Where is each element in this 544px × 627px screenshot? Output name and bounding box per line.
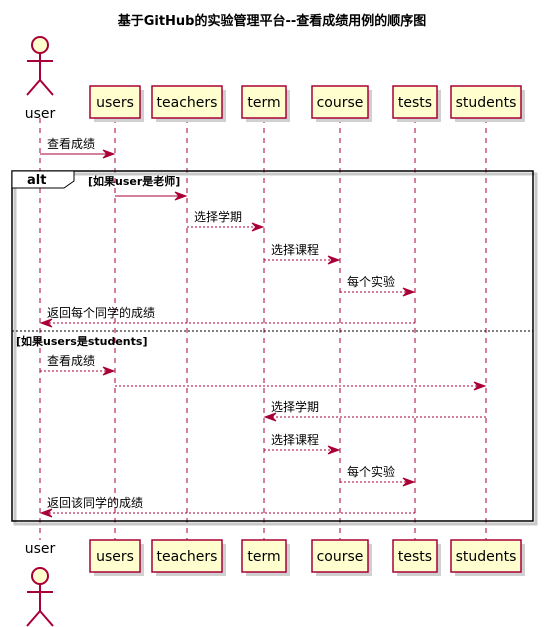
participant-label-tests: tests: [398, 95, 432, 111]
participant-box-course-bottom: course: [311, 539, 372, 576]
actor-head-top: [31, 36, 49, 54]
message-label: 选择学期: [271, 399, 319, 414]
participant-box-users-bottom: users: [89, 539, 144, 576]
message-label: 选择课程: [271, 242, 319, 257]
message-8: [115, 381, 487, 391]
participant-box-teachers-bottom: teachers: [151, 539, 226, 576]
message-12: 返回该同学的成绩: [39, 495, 415, 518]
arrowhead: [102, 149, 116, 159]
participant-label-course: course: [317, 549, 364, 565]
participant-label-students: students: [456, 95, 517, 111]
participant-label-teachers: teachers: [157, 95, 218, 111]
participant-label-students: students: [456, 549, 517, 565]
participants: user user users users teachers teachers term te…: [25, 36, 525, 627]
alt-keyword: alt: [27, 173, 46, 188]
participant-label-course: course: [317, 95, 364, 111]
message-1: 查看成绩: [40, 137, 116, 159]
participant-label-tests: tests: [398, 549, 432, 565]
participant-rect-term: [241, 85, 287, 119]
arrowhead: [327, 255, 341, 265]
participant-label-users: users: [96, 95, 134, 111]
message-label: 查看成绩: [47, 137, 95, 151]
participant-box-course-top: course: [311, 85, 372, 122]
arrowhead: [402, 287, 416, 297]
participant-box-students-top: students: [450, 85, 525, 122]
alt-tab: [11, 170, 75, 189]
participant-label-users: users: [96, 549, 134, 565]
participant-box-tests-bottom: tests: [392, 539, 441, 576]
arrowhead: [39, 318, 53, 328]
message-label: 每个实验: [347, 274, 395, 289]
alt-fragment: alt [如果user是老师] [如果users是students]: [11, 170, 538, 526]
actor-leg-right-top: [39, 79, 54, 96]
actor-bottom: user: [25, 541, 56, 627]
message-6: 返回每个同学的成绩: [39, 305, 415, 328]
participant-rect-course: [311, 539, 369, 573]
participant-label-user-top: user: [25, 106, 56, 122]
message-3: 选择学期: [187, 209, 265, 232]
lifelines: [39, 118, 487, 540]
actor-head-bottom: [31, 567, 49, 585]
participant-box-tests-top: tests: [392, 85, 441, 122]
participant-rect-tests: [392, 539, 438, 573]
participant-rect-students: [450, 85, 522, 119]
arrowhead: [174, 191, 188, 201]
participant-rect-users: [89, 539, 141, 573]
alt-frame: [11, 170, 534, 522]
message-11: 每个实验: [340, 464, 416, 487]
participant-box-teachers-top: teachers: [151, 85, 226, 122]
participant-rect-course: [311, 85, 369, 119]
message-label: 每个实验: [347, 464, 395, 479]
participant-label-user-bottom: user: [25, 541, 56, 557]
alt-guard-1: [如果user是老师]: [88, 174, 180, 188]
message-2: [115, 191, 188, 201]
participant-box-students-bottom: students: [450, 539, 525, 576]
message-7: 查看成绩: [40, 354, 116, 376]
message-label: 查看成绩: [47, 354, 95, 368]
participant-rect-teachers: [151, 539, 223, 573]
messages: 查看成绩选择学期选择课程每个实验返回每个同学的成绩查看成绩选择学期选择课程每个实…: [39, 137, 487, 518]
participant-label-teachers: teachers: [157, 549, 218, 565]
message-label: 返回每个同学的成绩: [47, 305, 155, 320]
message-label: 返回该同学的成绩: [47, 495, 143, 510]
message-label: 选择课程: [271, 432, 319, 447]
participant-rect-teachers: [151, 85, 223, 119]
participant-box-users-top: users: [89, 85, 144, 122]
arrowhead: [263, 412, 277, 422]
alt-guard-2: [如果users是students]: [16, 334, 147, 348]
arrowhead: [473, 381, 487, 391]
message-5: 每个实验: [340, 274, 416, 297]
participant-rect-term: [241, 539, 287, 573]
participant-label-term: term: [247, 95, 280, 111]
arrowhead: [39, 508, 53, 518]
participant-rect-students: [450, 539, 522, 573]
arrowhead: [402, 477, 416, 487]
arrowhead: [102, 366, 116, 376]
actor-leg-right-bottom: [39, 610, 54, 627]
arrowhead: [251, 222, 265, 232]
diagram-title: 基于GitHub的实验管理平台--查看成绩用例的顺序图: [117, 13, 427, 29]
participant-rect-tests: [392, 85, 438, 119]
actor-top: user: [25, 36, 56, 122]
actor-leg-left-bottom: [26, 610, 41, 627]
participant-rect-users: [89, 85, 141, 119]
message-4: 选择课程: [264, 242, 341, 265]
message-9: 选择学期: [263, 399, 486, 422]
actor-leg-left-top: [26, 79, 41, 96]
message-label: 选择学期: [194, 209, 242, 224]
participant-box-term-top: term: [241, 85, 290, 122]
participant-label-term: term: [247, 549, 280, 565]
alt-frame-shadow: [13, 172, 538, 526]
message-10: 选择课程: [264, 432, 341, 455]
participant-box-term-bottom: term: [241, 539, 290, 576]
arrowhead: [327, 445, 341, 455]
